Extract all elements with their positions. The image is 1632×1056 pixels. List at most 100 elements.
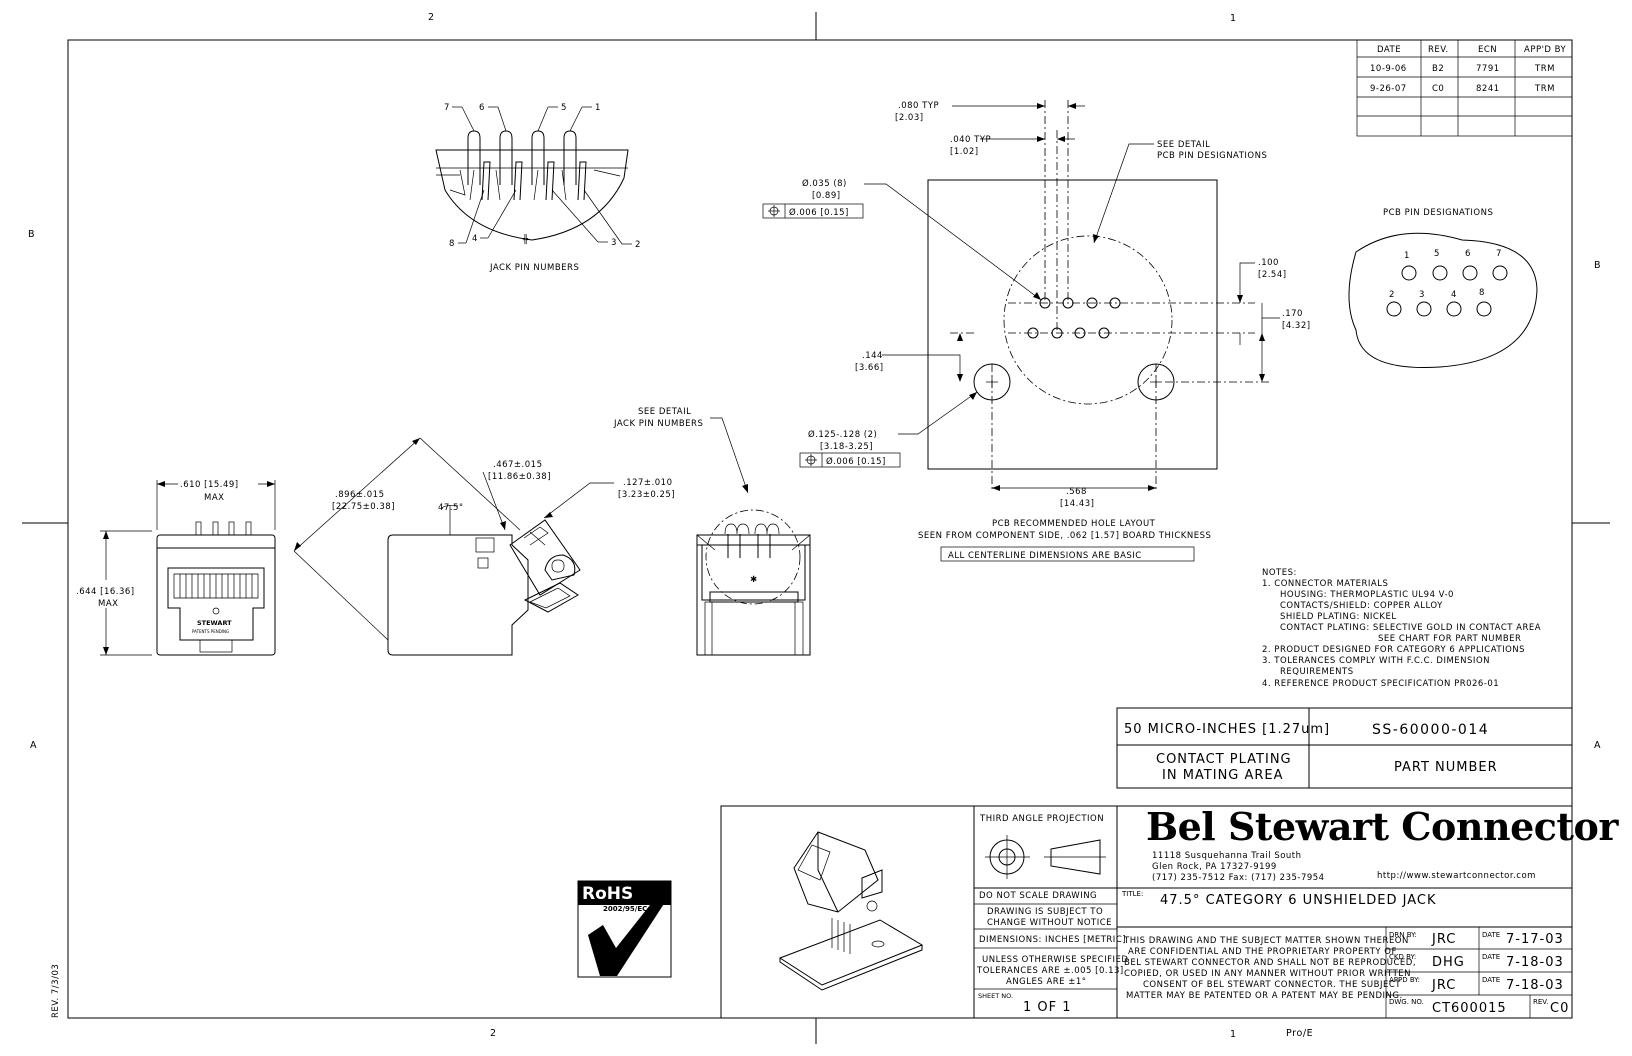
pcb-pin-1: 1 xyxy=(1404,251,1410,261)
dim-144: .144 xyxy=(862,351,883,361)
plating-value: 50 MICRO-INCHES [1.27um] xyxy=(1124,722,1330,737)
approved-date-label: DATE xyxy=(1482,976,1500,984)
pcb-hole-pattern-circle xyxy=(1003,235,1173,405)
zone-left-b: B xyxy=(28,229,35,240)
subject-to-change-2: CHANGE WITHOUT NOTICE xyxy=(987,918,1112,928)
zone-top-2: 2 xyxy=(428,12,435,23)
plating-header-2: IN MATING AREA xyxy=(1162,768,1284,783)
jack-pin-label-7: 7 xyxy=(444,103,450,113)
pcb-mounting-holes xyxy=(973,363,1175,401)
front-patent: PATENTS PENDING xyxy=(192,629,229,634)
rev-label: REV. xyxy=(1533,998,1548,1006)
side-angle: 47.5° xyxy=(438,503,464,513)
dwg-no: CT600015 xyxy=(1432,1001,1507,1016)
see-detail-pcb-2: PCB PIN DESIGNATIONS xyxy=(1157,151,1267,161)
note-line-4: SHIELD PLATING: NICKEL xyxy=(1280,612,1397,622)
drawn-by-label: DRN BY: xyxy=(1389,931,1417,939)
approved-by-label: APPD BY: xyxy=(1389,976,1420,984)
jack-pin-label-5: 5 xyxy=(561,103,567,113)
dim-hole-035: Ø.035 (8) xyxy=(802,178,847,189)
jack-pin-view: ╬ 7 6 5 1 8 4 3 2 JACK PIN NUMBERS xyxy=(435,103,641,273)
zone-bottom-2: 2 xyxy=(490,1028,497,1039)
margin-revision: REV. 7/3/03 xyxy=(51,964,61,1018)
part-number-value: SS-60000-014 xyxy=(1372,722,1489,738)
dim-080: .080 TYP xyxy=(898,101,939,111)
zone-bottom-1: 1 xyxy=(1230,1029,1237,1040)
dimensions-units: DIMENSIONS: INCHES [METRIC] xyxy=(979,935,1126,945)
plating-header-1: CONTACT PLATING xyxy=(1156,752,1292,767)
do-not-scale: DO NOT SCALE DRAWING xyxy=(979,891,1097,901)
tolerance-frame-2: Ø.006 [0.15] xyxy=(826,456,886,467)
pcb-basic-note: ALL CENTERLINE DIMENSIONS ARE BASIC xyxy=(948,551,1142,561)
isometric-product-sketch xyxy=(778,831,924,991)
checked-date-label: DATE xyxy=(1482,953,1500,961)
rev-row1-ecn: 7791 xyxy=(1476,64,1500,74)
sheet-label: SHEET NO. xyxy=(978,992,1013,1000)
note-line-10: 4. REFERENCE PRODUCT SPECIFICATION PR026… xyxy=(1262,679,1499,689)
sheet-value: 1 OF 1 xyxy=(1023,1000,1072,1015)
note-line-3: CONTACTS/SHIELD: COPPER ALLOY xyxy=(1280,601,1443,611)
jack-center-mark: ╬ xyxy=(522,234,529,245)
pcb-pin-designations: PCB PIN DESIGNATIONS 1 5 6 7 2 3 4 8 xyxy=(1348,208,1538,369)
jack-pin-label-2: 2 xyxy=(635,240,641,250)
checked-date: 7-18-03 xyxy=(1506,955,1564,970)
notes-header: NOTES: xyxy=(1262,568,1297,578)
rev-row1-rev: B2 xyxy=(1432,64,1444,74)
projection-label: THIRD ANGLE PROJECTION xyxy=(979,814,1104,824)
dim-040: .040 TYP xyxy=(950,135,991,145)
side-dim-127-metric: [3.23±0.25] xyxy=(618,490,675,500)
rev-header-ecn: ECN xyxy=(1478,45,1497,55)
note-line-2: HOUSING: THERMOPLASTIC UL94 V-0 xyxy=(1280,590,1454,600)
side-view: .896±.015 [22.75±0.38] 47.5° .467±.015 [… xyxy=(293,437,675,656)
note-line-6: SEE CHART FOR PART NUMBER xyxy=(1378,634,1521,644)
jack-pin-label-4: 4 xyxy=(472,234,478,244)
dim-100-metric: [2.54] xyxy=(1258,270,1287,280)
side-dim-467-metric: [11.86±0.38] xyxy=(488,472,551,482)
dim-568-metric: [14.43] xyxy=(1060,499,1094,509)
pcb-pin-6: 6 xyxy=(1465,249,1471,259)
dim-080-metric: [2.03] xyxy=(895,113,924,123)
drawing-title: 47.5° CATEGORY 6 UNSHIELDED JACK xyxy=(1160,893,1436,908)
part-number-chart: 50 MICRO-INCHES [1.27um] SS-60000-014 CO… xyxy=(1116,707,1573,789)
note-line-5: CONTACT PLATING: SELECTIVE GOLD IN CONTA… xyxy=(1280,623,1541,633)
tolerance-line-3: ANGLES ARE ±1° xyxy=(1006,977,1087,987)
rev-row2-appd: TRM xyxy=(1534,84,1555,94)
part-number-header: PART NUMBER xyxy=(1394,760,1498,775)
confidential-line-2: ARE CONFIDENTIAL AND THE PROPRIETARY PRO… xyxy=(1128,947,1397,957)
rev-header-date: DATE xyxy=(1377,45,1401,55)
side-dim-896: .896±.015 xyxy=(335,490,384,500)
pcb-pin-3: 3 xyxy=(1419,290,1425,300)
rev-header-rev: REV. xyxy=(1428,45,1449,55)
jack-pin-leaders xyxy=(452,106,632,245)
tolerance-line-2: TOLERANCES ARE ±.005 [0.13] xyxy=(976,966,1124,976)
checked-by: DHG xyxy=(1432,955,1465,970)
address-line-1: 11118 Susquehanna Trail South xyxy=(1152,851,1302,861)
title-label: TITLE: xyxy=(1121,890,1143,898)
confidential-line-6: MATTER MAY BE PATENTED OR A PATENT MAY B… xyxy=(1126,991,1403,1001)
rev-row1-date: 10-9-06 xyxy=(1370,64,1407,74)
pcb-board-outline xyxy=(927,179,1218,470)
pcb-signal-holes xyxy=(1027,297,1121,339)
revision-table: DATE REV. ECN APP'D BY 10-9-06 B2 7791 T… xyxy=(1356,39,1573,137)
tolerance-line-1: UNLESS OTHERWISE SPECIFIED xyxy=(982,955,1128,965)
jack-pin-label-3: 3 xyxy=(611,238,617,248)
see-detail-pcb-1: SEE DETAIL xyxy=(1157,140,1210,150)
dwg-no-label: DWG. NO. xyxy=(1389,998,1424,1006)
pcb-pin-5: 5 xyxy=(1434,249,1440,259)
side-dim-127: .127±.010 xyxy=(623,478,672,488)
zone-top-1: 1 xyxy=(1230,13,1237,24)
confidential-line-5: CONSENT OF BEL STEWART CONNECTOR. THE SU… xyxy=(1143,980,1401,990)
tolerance-frame-1: Ø.006 [0.15] xyxy=(789,207,849,218)
rev-row1-appd: TRM xyxy=(1534,64,1555,74)
dim-568: .568 xyxy=(1066,487,1087,497)
footer-code: Pro/E xyxy=(1286,1028,1313,1039)
note-line-8: 3. TOLERANCES COMPLY WITH F.C.C. DIMENSI… xyxy=(1262,656,1490,666)
pcb-pin-designations-title: PCB PIN DESIGNATIONS xyxy=(1383,208,1493,218)
pcb-pin-2: 2 xyxy=(1389,290,1395,300)
note-line-9: REQUIREMENTS xyxy=(1280,667,1354,677)
jack-pin-label-1: 1 xyxy=(595,103,601,113)
rev-row2-date: 9-26-07 xyxy=(1370,84,1407,94)
dim-170: .170 xyxy=(1282,309,1303,319)
pcb-hole-layout: .080 TYP [2.03] .040 TYP [1.02] SEE DETA… xyxy=(762,100,1310,562)
front-logo: STEWART xyxy=(197,619,232,627)
